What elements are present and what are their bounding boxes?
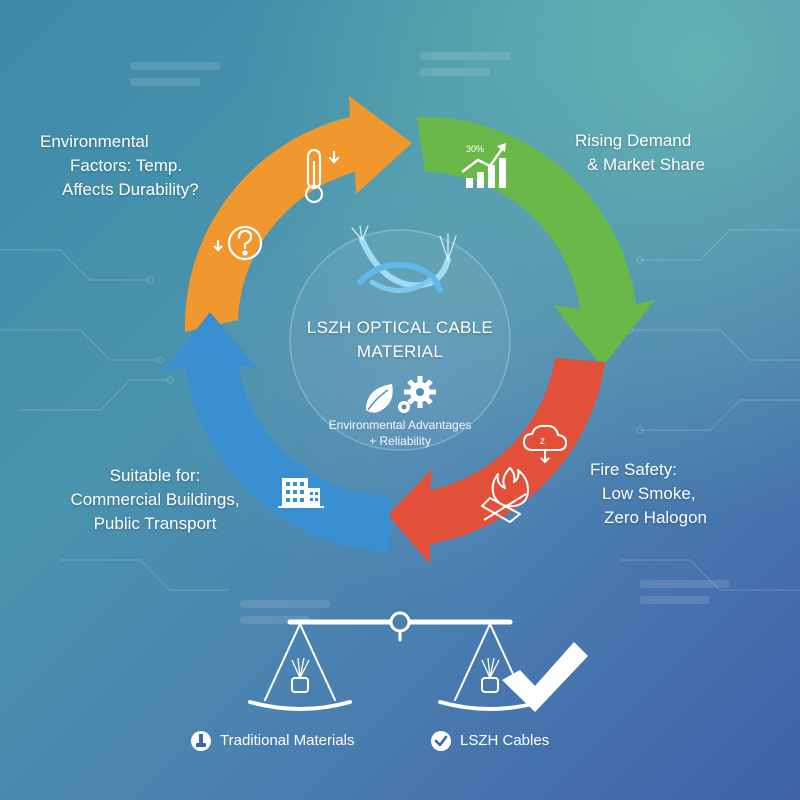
bar-chart-icon <box>461 143 506 188</box>
building-icon <box>278 478 324 508</box>
cloud-z-glyph: z <box>540 436 545 447</box>
cable-icon <box>351 225 457 293</box>
circuit-lines <box>0 229 800 591</box>
legend-traditional-text: Traditional Materials <box>220 732 355 749</box>
check-circle-icon <box>431 731 451 751</box>
label-demand: Rising Demand & Market Share <box>575 131 706 174</box>
checkmark-icon <box>502 642 588 712</box>
question-icon <box>213 225 263 261</box>
cycle-arrow-fire <box>388 358 605 564</box>
thermometer-icon <box>304 148 340 204</box>
cable-bundle-left <box>291 657 310 693</box>
label-fire-safety: Fire Safety: Low Smoke, Zero Halogon <box>590 460 708 527</box>
legend-lszh: LSZH Cables <box>430 730 549 752</box>
scale-icon <box>248 611 542 711</box>
cable-bundle-right <box>481 657 500 693</box>
traditional-cable-icon <box>191 731 211 751</box>
leaf-icon <box>366 384 393 413</box>
legend-traditional: Traditional Materials <box>190 730 355 752</box>
fire-icon <box>481 467 529 523</box>
cycle-arrow-demand <box>417 116 655 367</box>
cycle-arrow-environmental <box>184 96 412 332</box>
faint-text-bars <box>130 52 730 624</box>
cycle-arrow-suitable <box>163 312 390 552</box>
inner-circle <box>289 229 511 451</box>
legend-lszh-text: LSZH Cables <box>460 732 550 749</box>
label-environmental: Environmental Factors: Temp. Affects Dur… <box>40 132 199 199</box>
cloud-icon <box>522 424 568 464</box>
center-subtitle: Environmental Advantages + Reliability <box>328 418 472 448</box>
label-suitable: Suitable for: Commercial Buildings, Publ… <box>70 466 240 533</box>
market-share-badge: 30% <box>466 144 484 154</box>
gear-icon <box>398 376 436 413</box>
center-title: LSZH OPTICAL CABLE MATERIAL <box>306 318 494 361</box>
